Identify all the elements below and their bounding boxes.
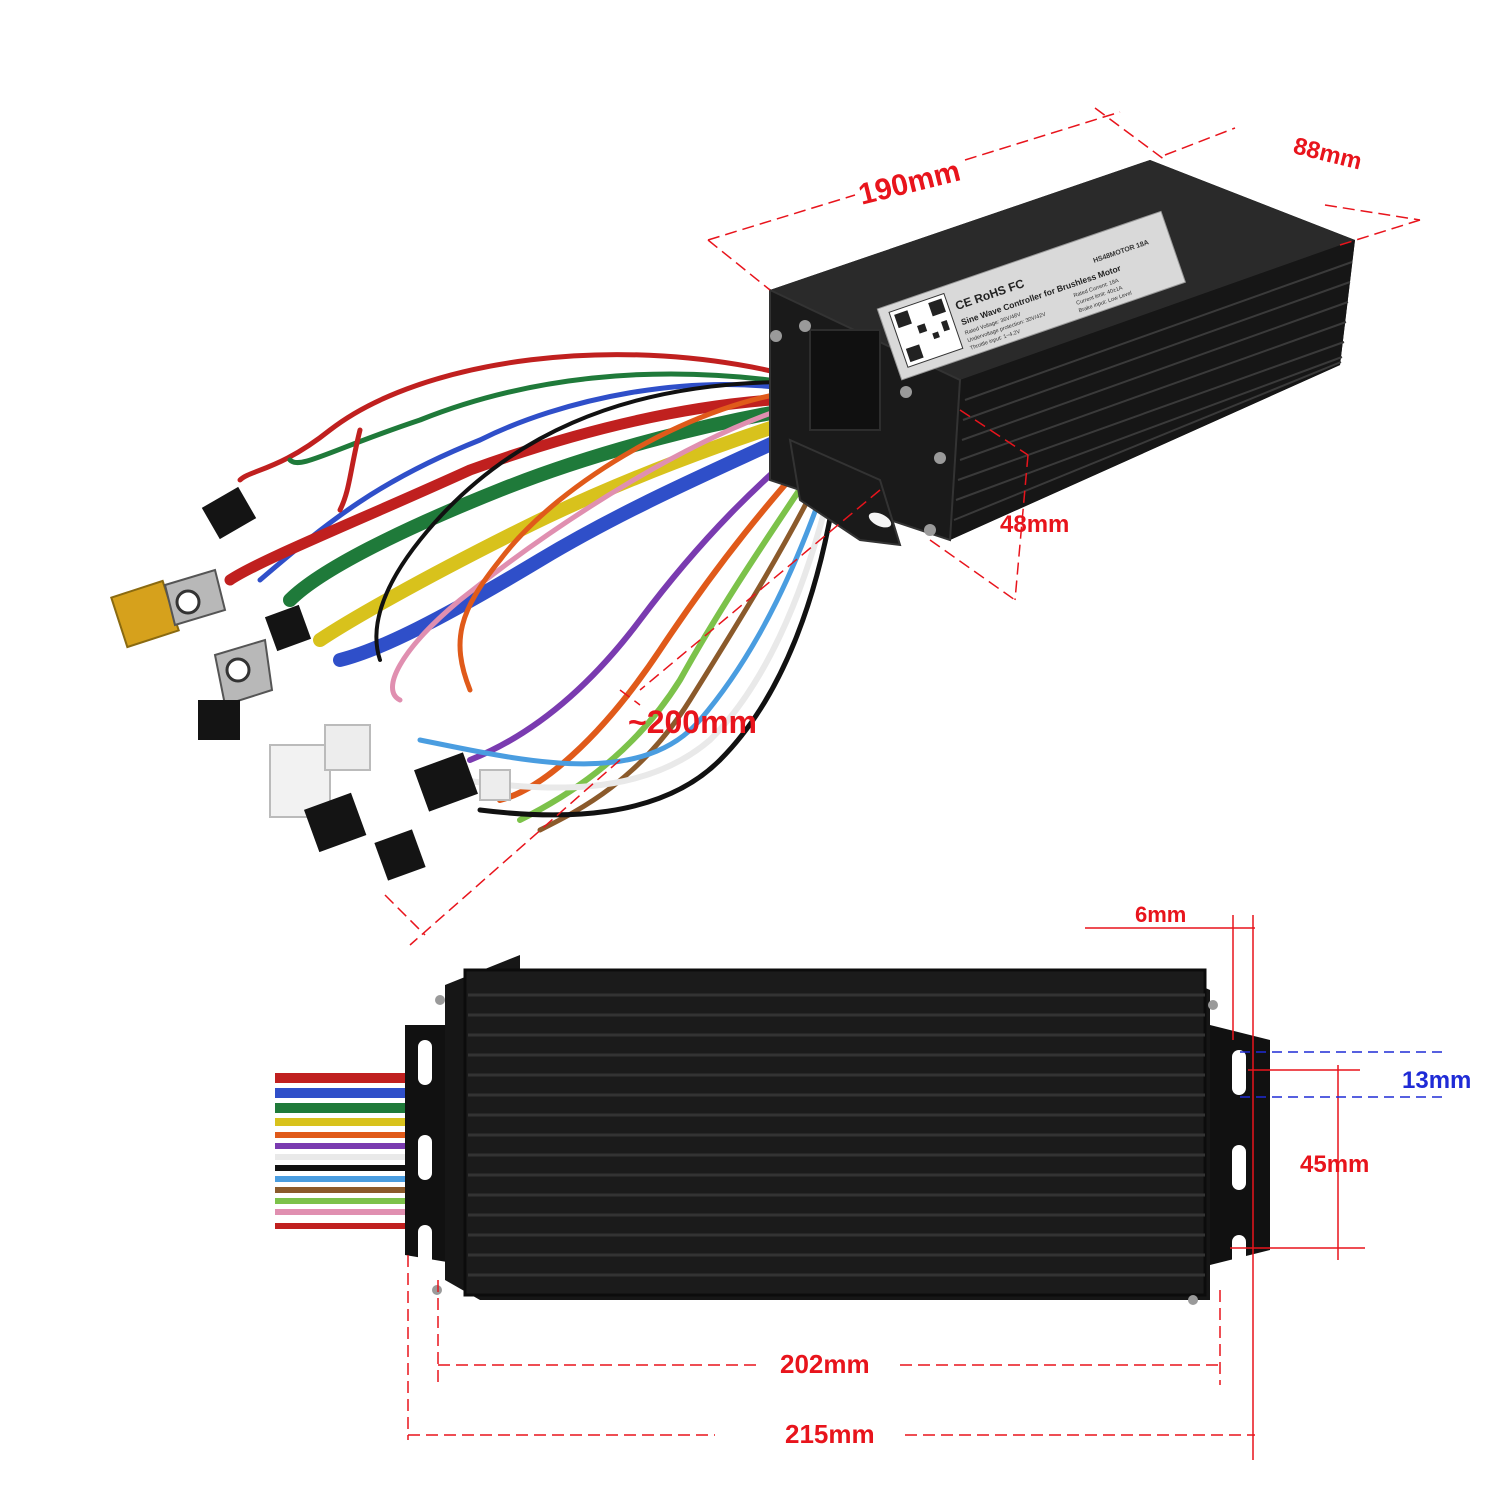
product-label-plate: CE RoHS FC Sine Wave Controller for Brus… [876, 210, 1187, 381]
wire-connectors [110, 486, 511, 881]
dimension-lines-blue [1240, 1051, 1445, 1098]
dimension-label-overall-215: 215mm [785, 1419, 875, 1449]
dimension-lines-side [407, 915, 1365, 1460]
dimension-label-length-190: 190mm [855, 155, 963, 212]
dimension-label-holes-202: 202mm [780, 1349, 870, 1379]
dimension-label-width-88: 88mm [1291, 133, 1365, 176]
mounting-brackets [405, 1025, 1270, 1280]
controller-side-view: 6mm 13mm 45mm 202mm 215mm [275, 902, 1471, 1460]
dimension-label-height-48: 48mm [1000, 511, 1069, 538]
dimension-lines-top [384, 107, 1421, 946]
dimension-label-spacing-45: 45mm [1300, 1151, 1369, 1178]
dimension-label-cable-200: ~200mm [628, 704, 757, 740]
dimension-label-bracket-6: 6mm [1135, 902, 1186, 927]
controller-perspective-view: CE RoHS FC Sine Wave Controller for Brus… [110, 107, 1421, 946]
side-housing [432, 955, 1218, 1305]
wire-harness [224, 352, 841, 833]
controller-housing [769, 160, 1355, 547]
side-wire-stubs [275, 1073, 420, 1229]
dimension-label-slot-13: 13mm [1402, 1067, 1471, 1094]
